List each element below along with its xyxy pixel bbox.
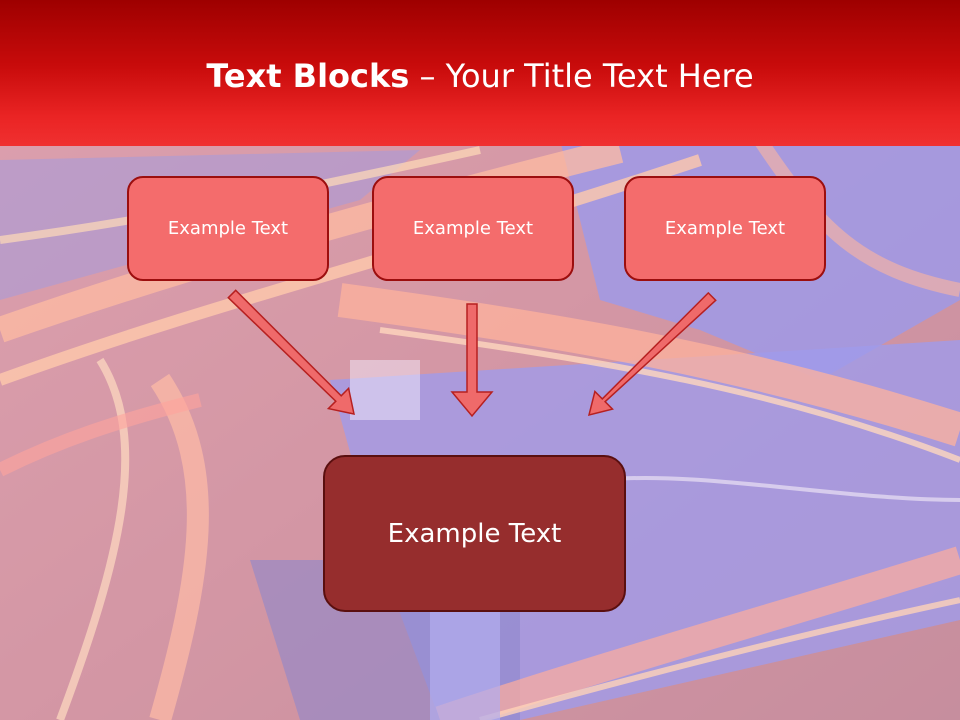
arrow-center (450, 303, 494, 418)
arrow-left (227, 289, 355, 415)
arrow-right (587, 291, 717, 417)
text-block-top-right-label: Example Text (664, 218, 786, 239)
title-bold: Text Blocks (206, 57, 410, 95)
text-block-top-center-label: Example Text (412, 218, 534, 239)
title-rest: Your Title Text Here (445, 57, 754, 95)
text-block-top-right[interactable]: Example Text (624, 176, 826, 281)
title-band: Text Blocks – Your Title Text Here (0, 0, 960, 146)
text-block-top-left[interactable]: Example Text (127, 176, 329, 281)
title-separator: – (409, 57, 446, 95)
text-block-top-center[interactable]: Example Text (372, 176, 574, 281)
text-block-bottom-label: Example Text (387, 518, 562, 549)
text-block-bottom[interactable]: Example Text (323, 455, 626, 612)
slide-title: Text Blocks – Your Title Text Here (0, 52, 960, 100)
text-block-top-left-label: Example Text (167, 218, 289, 239)
